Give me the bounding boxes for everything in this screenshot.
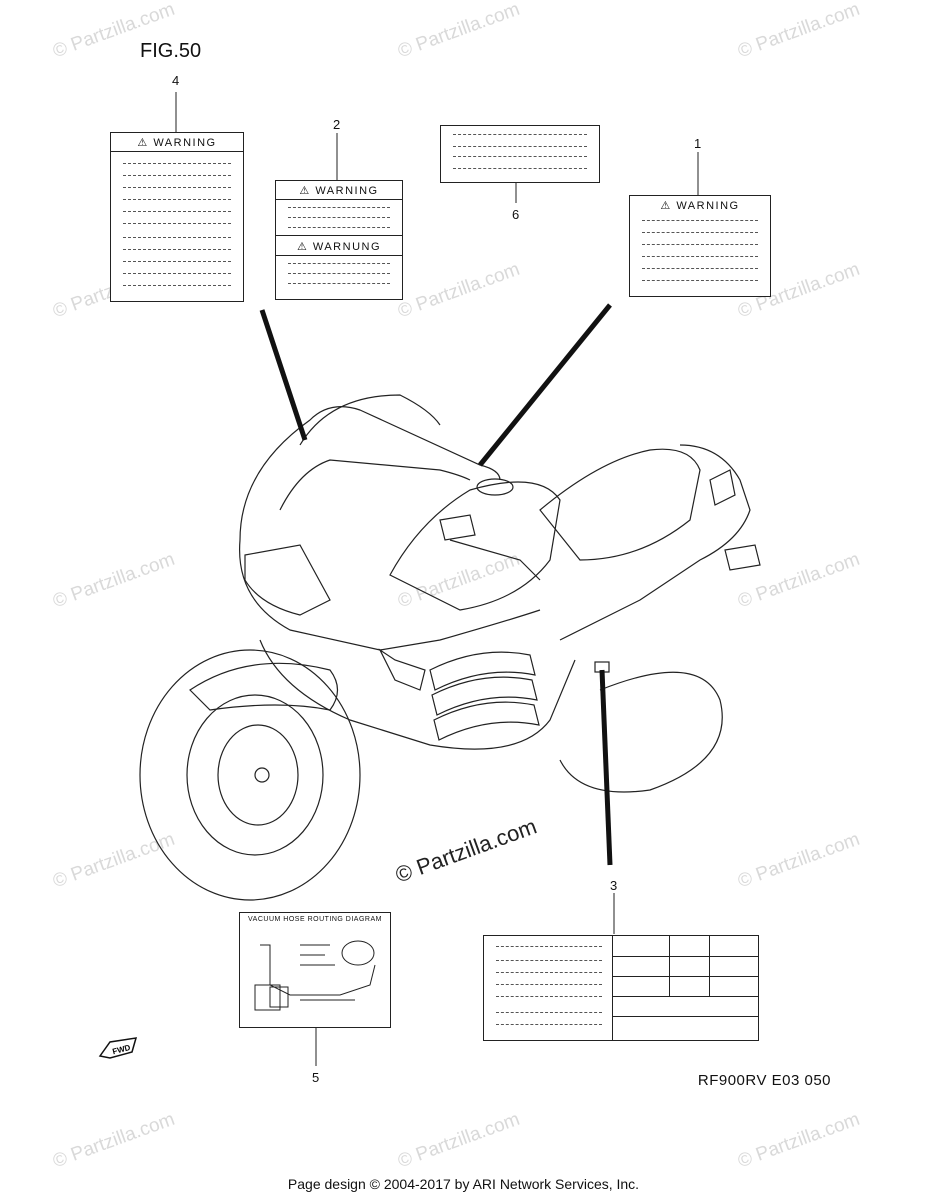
label-2-warning: ⚠ WARNING ⚠ WARNUNG <box>275 180 403 300</box>
vent <box>429 651 536 691</box>
warnung-heading: ⚠ WARNUNG <box>276 237 402 256</box>
label-5-vacuum-hose: VACUUM HOSE ROUTING DIAGRAM <box>239 912 391 1028</box>
handlebar <box>449 539 541 581</box>
fuel-cap <box>476 478 514 496</box>
page-footer: Page design © 2004-2017 by ARI Network S… <box>287 1176 640 1192</box>
warning-heading: ⚠ WARNING <box>660 200 740 212</box>
callout-1: 1 <box>694 136 702 151</box>
turn-signal <box>724 544 761 571</box>
label-6-info <box>440 125 600 183</box>
front-fender <box>189 662 339 711</box>
tail-cowl <box>559 444 751 641</box>
leader-4 <box>259 309 308 441</box>
label-1-warning: ⚠ WARNING <box>629 195 771 297</box>
fairing-lower <box>238 539 541 651</box>
front-brake-disc <box>217 724 299 826</box>
callout-6: 6 <box>512 207 520 222</box>
windscreen <box>299 394 441 446</box>
callout-4: 4 <box>172 73 180 88</box>
fairing-top <box>239 406 501 541</box>
seat <box>539 448 701 561</box>
hose-diagram <box>254 940 376 1011</box>
leader-1 <box>478 303 612 467</box>
warning-heading: ⚠ WARNING <box>276 181 402 200</box>
mirror <box>439 514 476 541</box>
vent <box>431 676 538 716</box>
vacuum-hose-title: VACUUM HOSE ROUTING DIAGRAM <box>248 916 382 923</box>
figure-title: FIG.50 <box>140 40 202 62</box>
warning-heading: ⚠ WARNING <box>111 133 243 152</box>
fwd-arrow-icon: FWD <box>98 1036 138 1067</box>
callout-2: 2 <box>333 117 341 132</box>
windscreen-base <box>279 459 471 511</box>
fairing-bottom <box>259 639 576 750</box>
tail-light <box>709 469 736 506</box>
front-mirror <box>378 648 426 691</box>
rear-tire <box>559 671 723 793</box>
leader-3 <box>599 669 613 866</box>
headlight <box>244 544 331 616</box>
callout-5: 5 <box>312 1070 320 1085</box>
callout-3: 3 <box>610 878 618 893</box>
fuel-tank <box>389 481 561 611</box>
front-hub <box>254 767 270 783</box>
front-rim <box>186 694 324 856</box>
vent <box>433 701 540 741</box>
front-tire <box>139 649 361 901</box>
label-3-info <box>483 935 759 1041</box>
label-4-warning: ⚠ WARNING <box>110 132 244 302</box>
figure-code: RF900RV E03 050 <box>697 1072 831 1089</box>
